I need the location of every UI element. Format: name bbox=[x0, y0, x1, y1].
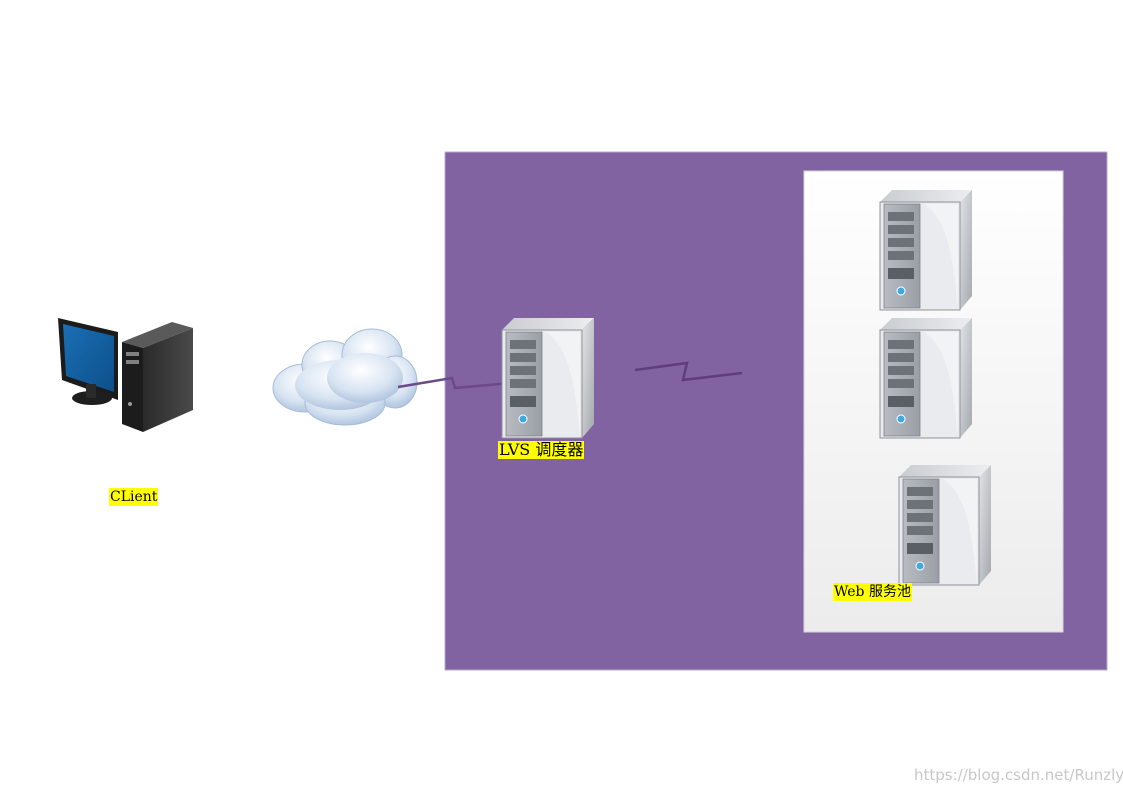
cloud-icon bbox=[272, 328, 418, 426]
web-server-icon bbox=[898, 464, 992, 586]
client-label: CLient bbox=[109, 488, 159, 506]
web-server-icon bbox=[879, 189, 973, 311]
link-cloud-to-lvs bbox=[397, 376, 511, 390]
web-server-icon bbox=[879, 317, 973, 439]
lvs-scheduler-label: LVS 调度器 bbox=[498, 440, 585, 459]
watermark-text: https://blog.csdn.net/Runzlyy bbox=[914, 766, 1123, 784]
lvs-server-icon bbox=[501, 317, 595, 439]
web-pool-label: Web 服务池 bbox=[833, 583, 912, 601]
link-lvs-to-web-pool bbox=[634, 361, 743, 382]
client-computer-icon bbox=[58, 318, 193, 432]
